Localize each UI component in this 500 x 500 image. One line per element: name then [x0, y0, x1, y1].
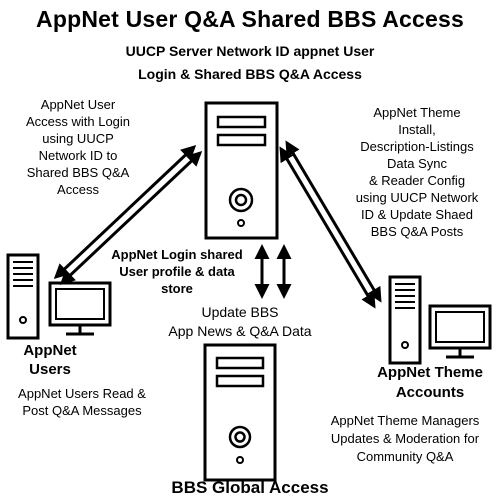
text-line: User profile & data — [119, 264, 235, 279]
text-line: ID & Update Shaed — [360, 207, 474, 222]
text-line: AppNet Theme — [373, 105, 461, 120]
users-description: AppNet Users Read & Post Q&A Messages — [2, 385, 162, 419]
text-line: & Reader Config — [368, 173, 466, 188]
theme-accounts-label: AppNet Theme Accounts — [362, 363, 498, 403]
subtitle-line: UUCP Server Network ID appnet User — [125, 43, 375, 59]
text-line: AppNet Theme — [377, 364, 483, 381]
text-line: App News & Q&A Data — [168, 323, 312, 339]
update-bbs-label: Update BBS App News & Q&A Data — [150, 303, 330, 341]
bbs-server-icon — [203, 343, 277, 482]
text-line: Data Sync — [387, 156, 447, 171]
text-line: Access — [57, 182, 99, 197]
text-line: Install, — [398, 122, 436, 137]
text-line: Access with Login — [25, 114, 131, 129]
text-line: AppNet Users Read & — [18, 386, 146, 401]
text-line: using UUCP Network — [355, 190, 479, 205]
text-line: Users — [29, 361, 71, 378]
text-line: using UUCP — [42, 131, 114, 146]
arrow-users-to-server — [53, 144, 203, 286]
text-line: Post Q&A Messages — [22, 403, 142, 418]
users-label: AppNet Users — [2, 341, 98, 379]
text-line: AppNet Theme Managers — [330, 413, 480, 428]
text-line: Updates & Moderation for — [330, 431, 480, 446]
main-server-icon — [204, 101, 279, 240]
page-subtitle: UUCP Server Network ID appnet User Login… — [40, 40, 460, 86]
text-line: BBS Q&A Posts — [370, 224, 464, 239]
text-line: Update BBS — [201, 304, 279, 320]
arrow-server-to-theme — [279, 140, 382, 309]
text-line: AppNet User — [40, 97, 116, 112]
bbs-global-access-label: BBS Global Access — [171, 478, 329, 497]
theme-computer-icon — [388, 275, 492, 365]
left-arrow-label: AppNet User Access with Login using UUCP… — [4, 96, 152, 198]
theme-accounts-description: AppNet Theme Managers Updates & Moderati… — [310, 412, 500, 466]
text-line: Network ID to — [38, 148, 118, 163]
arrow-server-to-bbs — [254, 244, 292, 299]
subtitle-line: Login & Shared BBS Q&A Access — [138, 66, 362, 82]
text-line: Accounts — [395, 384, 465, 401]
text-line: store — [161, 281, 193, 296]
text-line: AppNet — [23, 342, 77, 359]
page-title: AppNet User Q&A Shared BBS Access — [36, 6, 464, 32]
right-arrow-label: AppNet Theme Install, Description-Listin… — [338, 104, 496, 240]
text-line: Community Q&A — [356, 449, 454, 464]
text-line: Description-Listings — [360, 139, 474, 154]
users-computer-icon — [6, 253, 112, 340]
text-line: Shared BBS Q&A — [26, 165, 130, 180]
shared-store-label: AppNet Login shared User profile & data … — [96, 246, 258, 297]
text-line: AppNet Login shared — [111, 247, 243, 262]
